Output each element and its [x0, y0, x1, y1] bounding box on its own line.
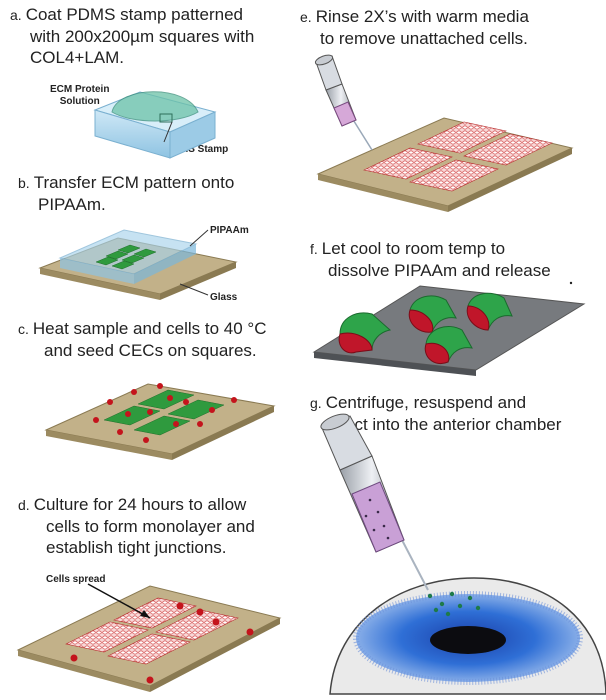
ecm-label-line2: Solution: [59, 96, 100, 107]
step-a-line1: Coat PDMS stamp patterned: [25, 5, 244, 24]
pipette-e: [314, 54, 373, 151]
pdms-label: PDMS Stamp: [166, 144, 229, 155]
syringe-g: [320, 413, 429, 591]
step-c-line2: and seed CECs on squares.: [44, 341, 257, 360]
ecm-label: ECM Protein Solution: [50, 84, 109, 108]
cell-droplets-g: [427, 591, 481, 617]
step-d-label: d.: [18, 497, 30, 513]
step-a-text: a.Coat PDMS stamp patterned with 200x200…: [10, 4, 254, 68]
pdms-pointer: [163, 121, 173, 143]
step-c-label: c.: [18, 321, 29, 337]
ecm-squares-c: [103, 389, 225, 436]
pipaam-pointer: [189, 229, 209, 247]
step-a-line2: with 200x200µm squares with: [30, 27, 255, 46]
cells-spread-arrowhead: [140, 610, 150, 618]
released-sheets-f: [338, 292, 513, 364]
pipaam-label: PIPAAm: [210, 225, 249, 236]
step-d-text: d.Culture for 24 hours to allow cells to…: [18, 494, 255, 558]
step-c-text: c.Heat sample and cells to 40 °C and see…: [18, 318, 266, 361]
step-f-label: f.: [310, 241, 318, 257]
seeded-cells-c: [93, 383, 237, 443]
step-g-line2: inject into the anterior chamber: [328, 415, 562, 434]
step-a-label: a.: [10, 7, 22, 23]
eye-dome: [329, 577, 606, 695]
step-b-line2: PIPAAm.: [38, 195, 106, 214]
ecm-droplet: [111, 91, 199, 123]
ecm-squares-b: [95, 244, 157, 270]
step-c-line1: Heat sample and cells to 40 °C: [32, 319, 267, 338]
step-d-line2: cells to form monolayer and: [46, 517, 255, 536]
cell-monolayer-d: [65, 597, 239, 665]
step-f-line1: Let cool to room temp to: [321, 239, 506, 258]
step-e-line2: to remove unattached cells.: [320, 29, 528, 48]
loose-cells-d: [70, 602, 254, 684]
step-a-line3: COL4+LAM.: [30, 48, 125, 67]
step-e-text: e.Rinse 2X’s with warm media to remove u…: [300, 6, 529, 49]
dot-mark: [569, 281, 573, 285]
step-g-text: g.Centrifuge, resuspend and inject into …: [310, 392, 561, 435]
glass-pointer: [179, 283, 209, 296]
step-g-label: g.: [310, 395, 322, 411]
step-e-line1: Rinse 2X’s with warm media: [315, 7, 529, 26]
step-d-line1: Culture for 24 hours to allow: [33, 495, 247, 514]
glass-label: Glass: [210, 292, 238, 303]
step-b-text: b.Transfer ECM pattern onto PIPAAm.: [18, 172, 234, 215]
ecm-label-line1: ECM Protein: [50, 84, 110, 95]
cell-monolayer-e: [363, 121, 553, 192]
step-f-text: f.Let cool to room temp to dissolve PIPA…: [310, 238, 551, 281]
cells-spread-arrow: [87, 583, 151, 619]
step-b-label: b.: [18, 175, 30, 191]
step-e-label: e.: [300, 9, 312, 25]
step-b-line1: Transfer ECM pattern onto: [33, 173, 235, 192]
step-f-line2: dissolve PIPAAm and release: [328, 261, 551, 280]
step-d-line3: establish tight junctions.: [46, 538, 227, 557]
cells-spread-label: Cells spread: [46, 574, 106, 585]
step-g-line1: Centrifuge, resuspend and: [325, 393, 527, 412]
